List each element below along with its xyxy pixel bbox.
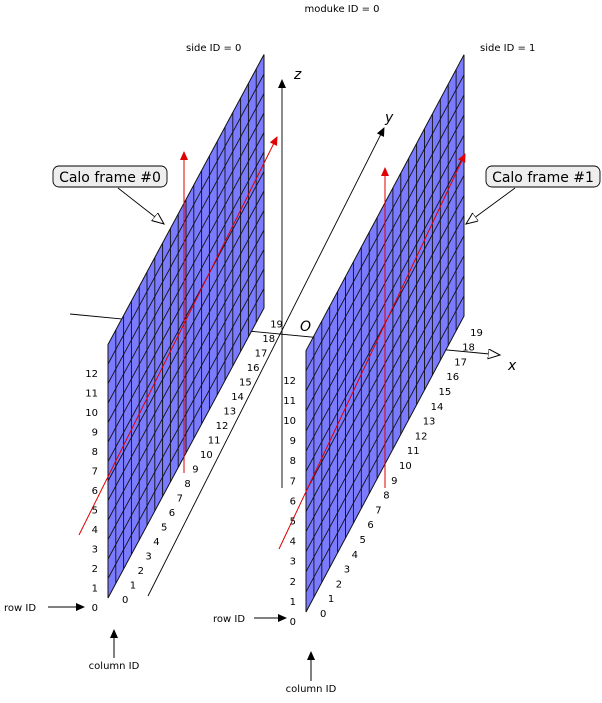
panel-0: 0123456789101112012345678910111213141516… (78, 54, 283, 614)
column-label: 4 (352, 550, 358, 561)
column-label: 0 (320, 609, 326, 620)
column-id-label-0: column ID (89, 661, 140, 672)
row-label: 7 (290, 476, 296, 487)
column-label: 2 (336, 579, 342, 590)
column-label: 4 (153, 537, 159, 548)
row-label: 12 (283, 376, 296, 387)
row-id-label-0: row ID (4, 603, 36, 614)
y-axis-label: y (384, 110, 394, 126)
row-label: 0 (290, 617, 296, 628)
column-label: 8 (383, 491, 389, 502)
column-label: 17 (255, 349, 268, 360)
column-label: 17 (454, 357, 467, 368)
column-label: 7 (375, 505, 381, 516)
row-id-label-1: row ID (213, 614, 245, 625)
row-label: 3 (290, 557, 296, 568)
column-label: 3 (145, 552, 151, 563)
row-label: 9 (290, 436, 296, 447)
red-diagonal-arrow (278, 153, 466, 550)
column-label: 10 (399, 461, 412, 472)
column-label: 16 (446, 372, 459, 383)
column-label: 18 (262, 334, 275, 345)
column-label: 3 (344, 565, 350, 576)
column-label: 18 (462, 343, 475, 354)
frame-box-0 (52, 165, 168, 188)
column-label: 12 (216, 421, 229, 432)
panel-1: 0123456789101112012345678910111213141516… (278, 54, 483, 628)
row-label: 1 (290, 597, 296, 608)
column-label: 9 (192, 465, 198, 476)
column-label: 1 (328, 594, 334, 605)
column-label: 5 (360, 535, 366, 546)
column-label: 6 (169, 508, 175, 519)
z-axis-label: z (293, 67, 302, 83)
frame-pointer-0 (117, 187, 164, 224)
row-label: 8 (290, 456, 296, 467)
row-label: 5 (92, 506, 98, 517)
y-axis-line (147, 127, 385, 597)
row-label: 6 (290, 496, 296, 507)
row-label: 4 (92, 525, 98, 536)
frame-pointer-1 (466, 187, 516, 224)
column-label: 0 (122, 595, 128, 606)
column-label: 1 (130, 581, 136, 592)
column-label: 2 (138, 566, 144, 577)
column-label: 15 (239, 378, 252, 389)
row-label: 10 (85, 408, 98, 419)
x-axis-label: x (507, 358, 517, 374)
row-label: 10 (283, 416, 296, 427)
frame-label-0: Calo frame #0 (59, 170, 161, 186)
row-label: 3 (92, 545, 98, 556)
row-label: 6 (92, 486, 98, 497)
frame-callout-0: Calo frame #0 (52, 165, 168, 224)
red-diagonal-arrow (78, 136, 278, 536)
column-label: 19 (470, 328, 483, 339)
column-label: 13 (423, 417, 436, 428)
module-title: moduke ID = 0 (304, 4, 379, 15)
row-label: 4 (290, 537, 296, 548)
row-label: 2 (92, 564, 98, 575)
column-label: 9 (391, 476, 397, 487)
row-label: 1 (92, 584, 98, 595)
side-label-0: side ID = 0 (186, 43, 241, 54)
column-label: 7 (177, 494, 183, 505)
side-label-1: side ID = 1 (480, 43, 535, 54)
row-label: 5 (290, 517, 296, 528)
row-label: 11 (283, 396, 296, 407)
column-label: 8 (184, 479, 190, 490)
row-label: 2 (290, 577, 296, 588)
row-label: 12 (85, 369, 98, 380)
column-label: 14 (231, 392, 244, 403)
column-label: 13 (223, 407, 236, 418)
id-pointers: row ID column ID row ID column ID (4, 603, 337, 695)
column-label: 10 (200, 450, 213, 461)
panels-group: 0123456789101112012345678910111213141516… (78, 54, 483, 628)
column-label: 5 (161, 523, 167, 534)
column-label: 11 (208, 436, 221, 447)
frame-box-1 (485, 165, 601, 188)
column-label: 11 (407, 446, 420, 457)
column-id-label-1: column ID (286, 684, 337, 695)
frame-label-1: Calo frame #1 (492, 170, 594, 186)
column-label: 19 (270, 320, 283, 331)
origin-label: O (300, 319, 311, 335)
row-label: 9 (92, 428, 98, 439)
row-label: 7 (92, 467, 98, 478)
frame-callout-1: Calo frame #1 (466, 165, 601, 224)
column-label: 14 (431, 402, 444, 413)
column-label: 6 (367, 520, 373, 531)
column-label: 12 (415, 431, 428, 442)
row-label: 8 (92, 447, 98, 458)
column-label: 16 (247, 363, 260, 374)
row-label: 0 (92, 603, 98, 614)
column-label: 15 (439, 387, 452, 398)
row-label: 11 (85, 389, 98, 400)
